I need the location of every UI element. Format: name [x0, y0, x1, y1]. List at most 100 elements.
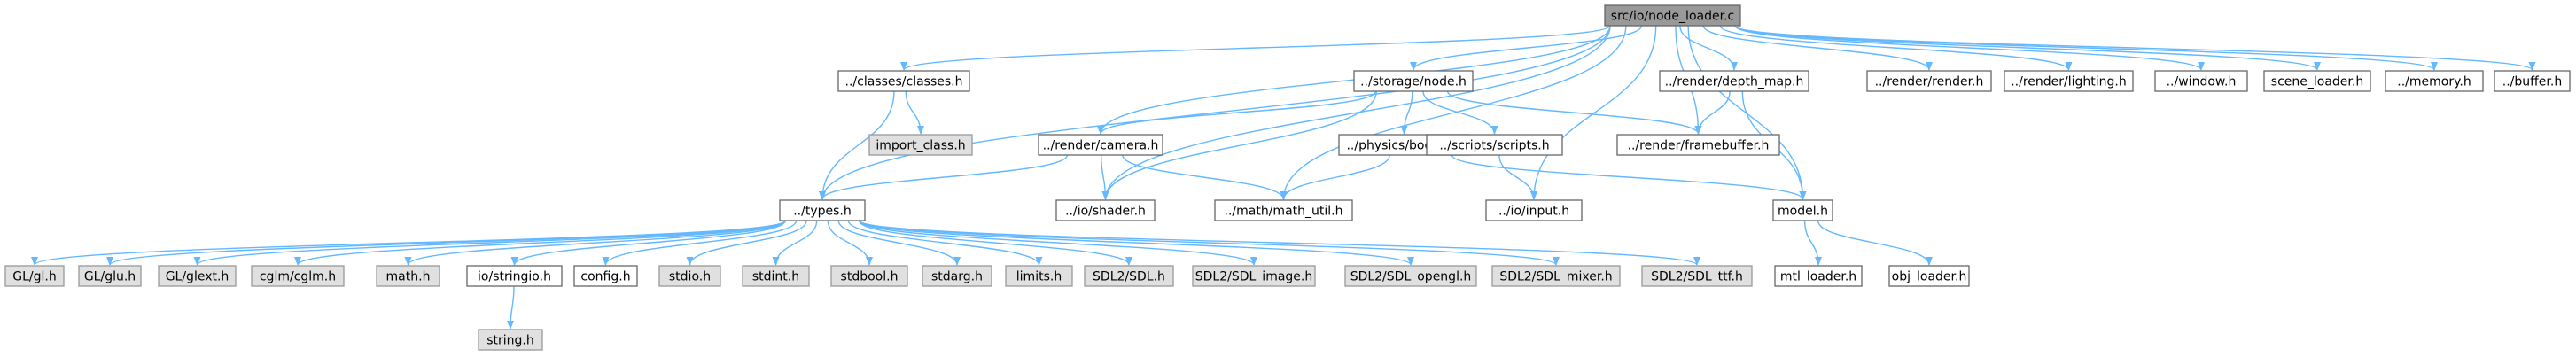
- node-label: ../render/camera.h: [1043, 139, 1159, 153]
- edge-types-to-stdarg: [837, 220, 961, 266]
- node-label: ../render/framebuffer.h: [1628, 139, 1770, 153]
- node-framebuffer[interactable]: ../render/framebuffer.h: [1616, 134, 1780, 156]
- node-sdl-image: SDL2/SDL_image.h: [1192, 265, 1316, 287]
- node-box: [1659, 70, 1809, 92]
- edge-stringio-to-string: [507, 285, 515, 330]
- node-box: [1353, 70, 1474, 92]
- edge-root-to-mathutil: [1280, 25, 1627, 200]
- edge-types-to-config: [602, 220, 798, 266]
- node-label: ../scripts/scripts.h: [1439, 139, 1549, 153]
- node-stdarg: stdarg.h: [922, 265, 992, 287]
- node-model[interactable]: model.h: [1772, 199, 1833, 221]
- edge-root-to-memory: [1734, 25, 2438, 71]
- edge-types-to-stdio: [686, 220, 807, 266]
- node-string: string.h: [478, 329, 543, 351]
- node-label: ../window.h: [2167, 75, 2237, 89]
- node-label: mtl_loader.h: [1780, 270, 1856, 284]
- node-stringio[interactable]: io/stringio.h: [466, 265, 563, 287]
- node-config[interactable]: config.h: [573, 265, 638, 287]
- node-input[interactable]: ../io/input.h: [1485, 199, 1583, 221]
- node-mathutil[interactable]: ../math/math_util.h: [1214, 199, 1353, 221]
- node-label: ../math/math_util.h: [1225, 205, 1343, 219]
- node-label: ../render/lighting.h: [2011, 75, 2127, 89]
- node-box: [478, 329, 543, 351]
- node-box: [1214, 199, 1353, 221]
- node-box: [1866, 70, 1992, 92]
- node-obj-loader[interactable]: obj_loader.h: [1888, 265, 1970, 287]
- node-box: [1055, 199, 1156, 221]
- node-box: [4, 265, 65, 287]
- node-box: [466, 265, 563, 287]
- edge-types-to-limits: [847, 220, 1043, 266]
- edge-camera-to-shader: [1100, 154, 1109, 200]
- edge-node-to-framebuffer: [1446, 90, 1702, 135]
- node-gl: GL/gl.h: [4, 265, 65, 287]
- node-memory[interactable]: ../memory.h: [2385, 70, 2484, 92]
- node-label: src/io/node_loader.c: [1611, 10, 1734, 24]
- node-box: [1772, 199, 1833, 221]
- node-window[interactable]: ../window.h: [2154, 70, 2248, 92]
- node-box: [376, 265, 440, 287]
- node-label: string.h: [486, 334, 534, 348]
- node-limits: limits.h: [1005, 265, 1073, 287]
- node-box: [742, 265, 810, 287]
- edge-root-to-scene_loader: [1734, 25, 2321, 71]
- node-mtl-loader[interactable]: mtl_loader.h: [1774, 265, 1863, 287]
- edge-bodies-to-mathutil: [1280, 154, 1390, 200]
- edge-root-to-model: [1687, 25, 1807, 200]
- node-math: math.h: [376, 265, 440, 287]
- edge-types-to-gl: [31, 220, 786, 266]
- node-label: ../render/depth_map.h: [1665, 75, 1804, 89]
- node-label: config.h: [580, 270, 630, 284]
- edge-types-to-sdl_opengl: [859, 220, 1414, 266]
- node-types[interactable]: ../types.h: [779, 199, 866, 221]
- node-classes[interactable]: ../classes/classes.h: [837, 70, 970, 92]
- node-label: stdint.h: [752, 270, 799, 284]
- node-sdl-opengl: SDL2/SDL_opengl.h: [1344, 265, 1477, 287]
- node-label: ../types.h: [793, 205, 852, 219]
- edge-root-to-shader: [1101, 25, 1611, 200]
- edge-node-to-scripts: [1422, 90, 1498, 135]
- edge-classes-to-import_class: [905, 90, 924, 135]
- node-buffer[interactable]: ../buffer.h: [2494, 70, 2571, 92]
- node-root[interactable]: src/io/node_loader.c: [1604, 4, 1741, 27]
- edge-root-to-classes: [900, 25, 1611, 71]
- edge-types-to-stringio: [510, 220, 786, 266]
- edge-types-to-stdint: [772, 220, 818, 266]
- node-lighting[interactable]: ../render/lighting.h: [2004, 70, 2134, 92]
- node-label: SDL2/SDL_opengl.h: [1350, 270, 1472, 284]
- node-render[interactable]: ../render/render.h: [1866, 70, 1992, 92]
- node-label: GL/glu.h: [84, 270, 136, 284]
- edge-model-to-obj_loader: [1817, 220, 1933, 266]
- edge-root-to-input: [1530, 25, 1657, 200]
- node-glu: GL/glu.h: [78, 265, 142, 287]
- edge-types-to-sdl_image: [859, 220, 1257, 266]
- node-box: [2494, 70, 2571, 92]
- node-label: import_class.h: [876, 139, 965, 153]
- edge-types-to-stdbool: [827, 220, 873, 266]
- node-shader[interactable]: ../io/shader.h: [1055, 199, 1156, 221]
- edge-root-to-window: [1734, 25, 2205, 71]
- node-box: [1005, 265, 1073, 287]
- node-label: SDL2/SDL_image.h: [1195, 270, 1313, 284]
- node-scripts[interactable]: ../scripts/scripts.h: [1426, 134, 1563, 156]
- node-depthmap[interactable]: ../render/depth_map.h: [1659, 70, 1809, 92]
- node-camera[interactable]: ../render/camera.h: [1038, 134, 1163, 156]
- node-box: [1888, 265, 1970, 287]
- node-label: model.h: [1778, 205, 1828, 219]
- edge-root-to-types: [819, 25, 1611, 200]
- node-box: [1344, 265, 1477, 287]
- node-label: scene_loader.h: [2271, 75, 2363, 89]
- node-box: [2263, 70, 2371, 92]
- node-box: [2004, 70, 2134, 92]
- node-scene-loader[interactable]: scene_loader.h: [2263, 70, 2371, 92]
- node-node[interactable]: ../storage/node.h: [1353, 70, 1474, 92]
- node-cglm: cglm/cglm.h: [251, 265, 345, 287]
- node-label: cglm/cglm.h: [260, 270, 336, 284]
- node-label: ../io/input.h: [1498, 205, 1569, 219]
- node-box: [78, 265, 142, 287]
- node-box: [837, 70, 970, 92]
- node-label: stdbool.h: [841, 270, 899, 284]
- node-label: SDL2/SDL.h: [1093, 270, 1165, 284]
